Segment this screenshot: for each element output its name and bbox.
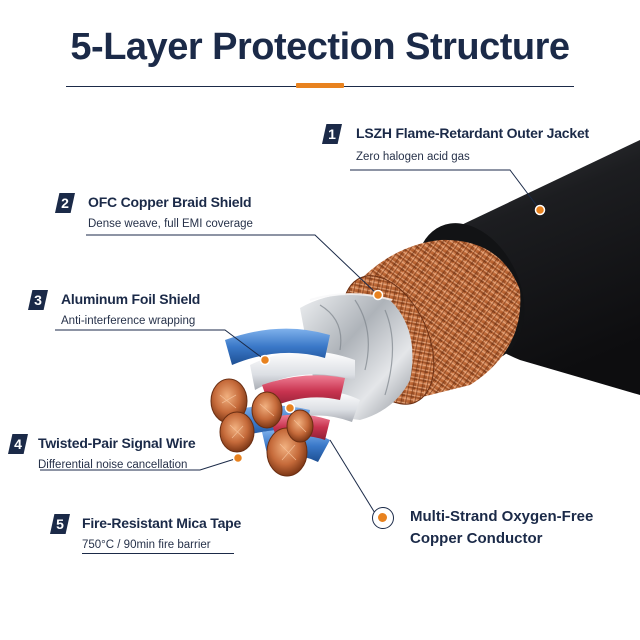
conductor-line-1: Multi-Strand Oxygen-Free [410, 508, 594, 525]
anchor-dot-wire [232, 452, 244, 464]
layer-2-title: OFC Copper Braid Shield [88, 194, 252, 210]
anchor-dot-jacket [534, 204, 546, 216]
layer-5-title: Fire-Resistant Mica Tape [82, 515, 242, 531]
copper-conductor-ends [210, 378, 314, 477]
layer-3-badge: 3 [28, 290, 48, 310]
layer-5-badge: 5 [50, 514, 70, 534]
layer-4-title: Twisted-Pair Signal Wire [38, 435, 196, 451]
layer-4-subtitle: Differential noise cancellation [38, 459, 188, 471]
layer-5-rule [82, 553, 234, 554]
layer-5-subtitle: 750°C / 90min fire barrier [82, 539, 211, 551]
anchor-dot-braid [372, 289, 384, 301]
conductor-marker-icon [372, 507, 394, 529]
page-title: 5-Layer Protection Structure [70, 26, 570, 68]
conductor-line-2: Copper Conductor [410, 530, 543, 547]
layer-3-title: Aluminum Foil Shield [61, 291, 201, 307]
layer-1-badge: 1 [322, 124, 342, 144]
anchor-dot-mica [284, 402, 296, 414]
leader-line-conductor [329, 439, 379, 519]
layer-2-badge: 2 [55, 193, 75, 213]
layer-3-subtitle: Anti-interference wrapping [61, 315, 196, 327]
leader-lines [40, 169, 541, 519]
leader-line-2 [86, 234, 379, 296]
anchor-dot-foil [259, 354, 271, 366]
layer-1-title: LSZH Flame-Retardant Outer Jacket [356, 125, 590, 141]
conductor-callout: Multi-Strand Oxygen-Free Copper Conducto… [410, 506, 593, 550]
layer-1-subtitle: Zero halogen acid gas [356, 151, 470, 163]
title-accent-bar [296, 83, 344, 88]
leader-line-3 [55, 329, 266, 361]
anchor-dots [232, 204, 546, 464]
layer-4-badge: 4 [8, 434, 28, 454]
layer-2-subtitle: Dense weave, full EMI coverage [88, 218, 253, 230]
leader-line-4 [40, 457, 239, 471]
leader-line-1 [350, 169, 541, 211]
